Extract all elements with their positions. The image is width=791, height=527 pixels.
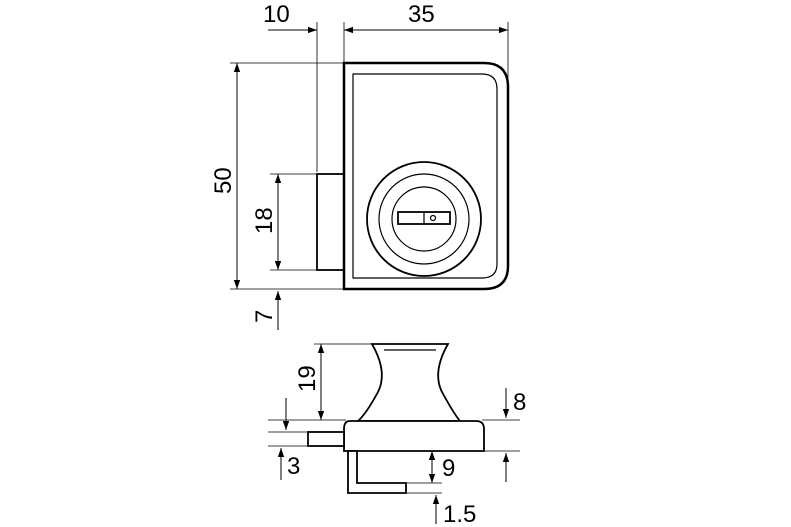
dim-label-10: 10 <box>263 1 290 28</box>
dim-label-19: 19 <box>294 365 321 392</box>
keyhole-pin <box>429 214 437 222</box>
dim-label-50: 50 <box>210 167 237 194</box>
front-lock-body-inner <box>352 73 498 279</box>
dim-label-8: 8 <box>513 389 526 416</box>
dim-label-1-5: 1.5 <box>443 501 476 527</box>
side-knob <box>355 343 462 422</box>
dim-label-35: 35 <box>408 1 435 28</box>
side-clamp-lip <box>347 450 407 494</box>
side-view: 19 8 3 9 1.5 <box>268 343 526 527</box>
front-side-plate <box>316 173 345 271</box>
key-cylinder-inner <box>378 173 470 265</box>
dim-label-3: 3 <box>287 453 300 480</box>
dim-label-7: 7 <box>251 310 278 323</box>
side-pin <box>307 431 345 447</box>
dim-label-18: 18 <box>251 207 278 234</box>
side-flange <box>343 420 485 452</box>
dim-label-9: 9 <box>442 455 455 482</box>
front-view: 10 35 50 18 7 <box>210 1 510 330</box>
key-cylinder-core <box>391 186 457 252</box>
